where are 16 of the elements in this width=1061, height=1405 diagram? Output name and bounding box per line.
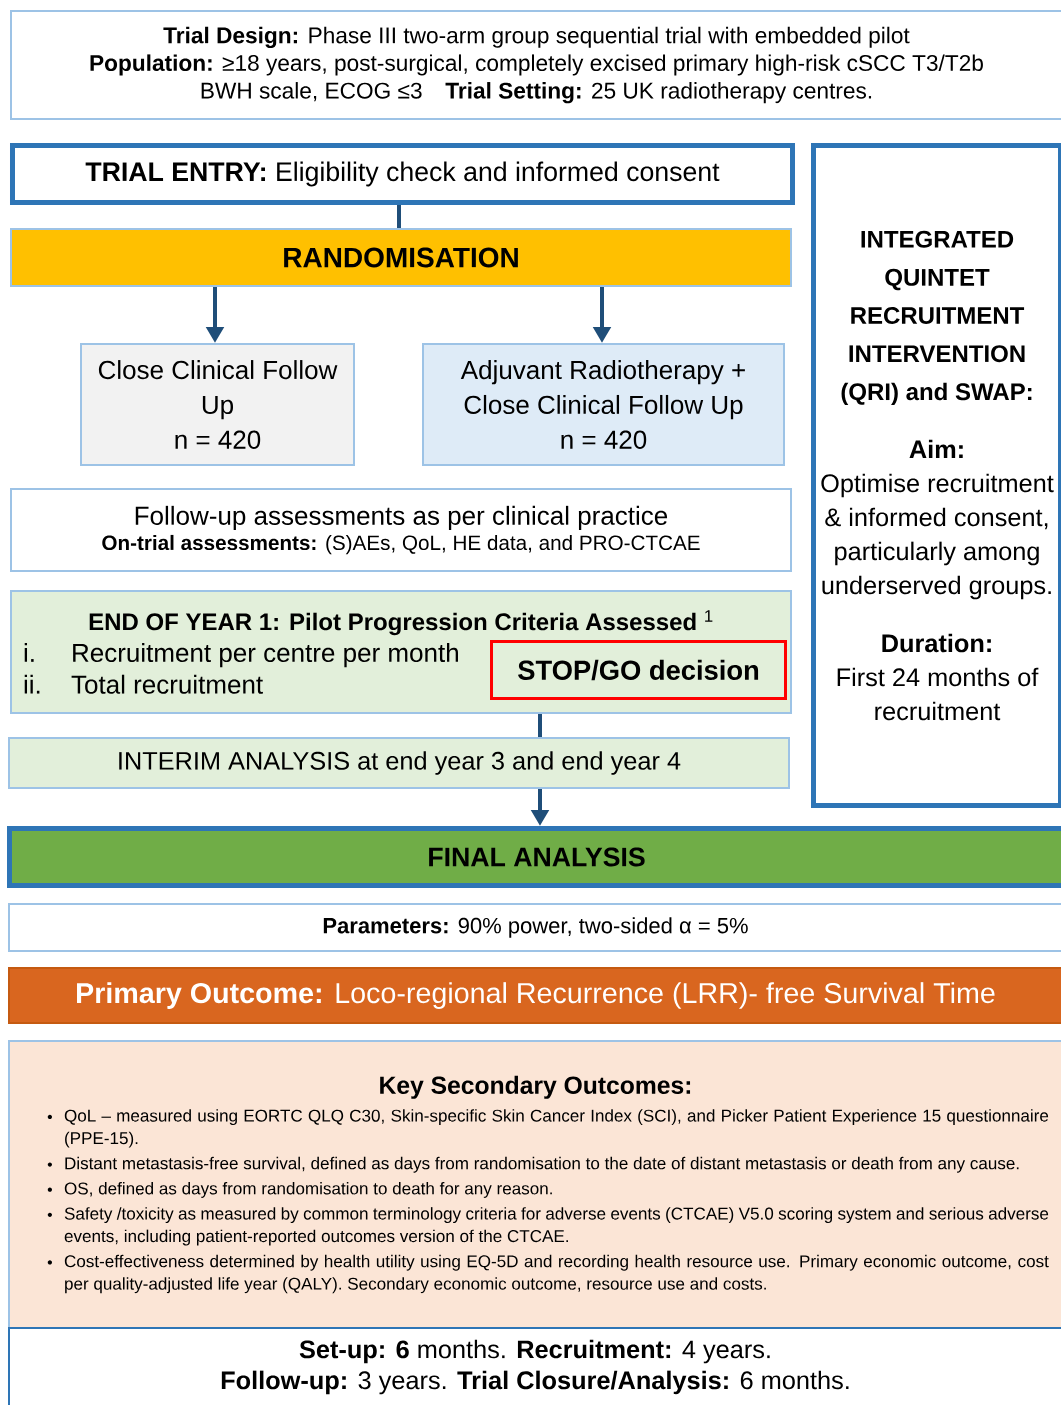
connector-line	[538, 714, 542, 737]
design-box: Trial Design: Phase III two-arm group sequential trial with embedded pilot Population: ≥18 years, post-surgical, completely excised primary high-risk cSCC T3/T2b BWH scale, ECOG ≤3 Trial Setting: 25 UK radiotherapy centres.	[10, 10, 1061, 120]
interim-box: INTERIM ANALYSIS at end year 3 and end year 4	[8, 737, 790, 789]
secondary-outcomes-box: Key Secondary Outcomes: QoL – measured using EORTC QLQ C30, Skin-specific Skin Cancer Index (SCI), and Picker Patient Experience 15 questionnaire (PPE-15). Distant metastasis-free survival, defined as days from randomisation to the date of distant metastasis or death from any cause. OS, defined as days from randomisation to death for any reason. Safety /toxicity as measured by common terminology criteria for adverse events (CTCAE) V5.0 scoring system and serious adverse events, including patient-reported outcomes version of the CTCAE. Cost-effectiveness determined by health utility using EQ-5D and recording health resource use. Primary economic outcome, cost per quality-adjusted life year (QALY). Secondary economic outcome, resource use and costs.	[8, 1040, 1061, 1329]
decision-box: STOP/GO decision	[490, 640, 787, 700]
qri-box: INTEGRATED QUINTET RECRUITMENT INTERVENTION (QRI) and SWAP: Aim: Optimise recruitment & informed consent, particularly among underserved groups. Duration: First 24 months of recruitment	[811, 143, 1061, 808]
connector-line	[397, 205, 401, 228]
final-analysis-bar: FINAL ANALYSIS	[7, 826, 1061, 888]
primary-outcome-bar: Primary Outcome: Loco-regional Recurrence (LRR)- free Survival Time	[8, 967, 1061, 1024]
arm-box: Close Clinical Follow Up n = 420	[80, 343, 355, 466]
randomisation-bar: RANDOMISATION	[10, 228, 792, 287]
timeline-box: Set-up: 6 months. Recruitment: 4 years. Follow-up: 3 years. Trial Closure/Analysis: 6 months.	[8, 1327, 1061, 1405]
parameters-box: Parameters: 90% power, two-sided α = 5%	[8, 903, 1061, 952]
assessment-box: Follow-up assessments as per clinical practice On-trial assessments: (S)AEs, QoL, HE data, and PRO-CTCAE	[10, 488, 792, 572]
arm-box: Adjuvant Radiotherapy + Close Clinical Follow Up n = 420	[422, 343, 785, 466]
entry-box: TRIAL ENTRY: Eligibility check and informed consent	[10, 143, 795, 205]
